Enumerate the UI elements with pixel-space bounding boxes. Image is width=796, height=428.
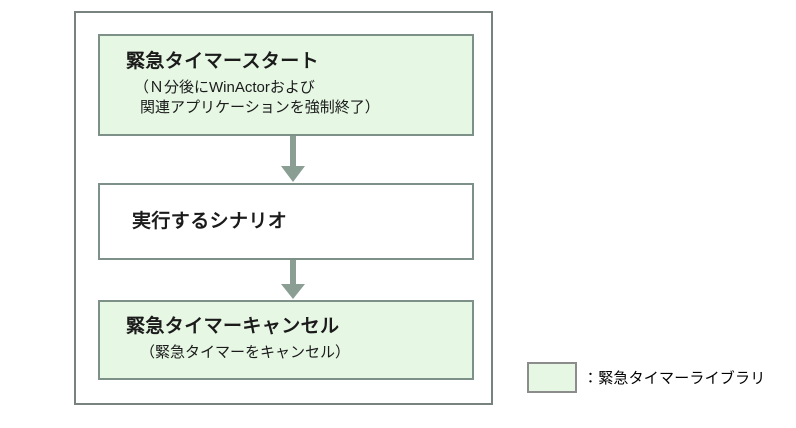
arrow-down-icon [278, 136, 308, 184]
legend: ：緊急タイマーライブラリ [527, 362, 765, 393]
legend-color-swatch [527, 362, 577, 393]
flow-node-subtitle-line1: （Ｎ分後にWinActorおよび [134, 78, 315, 96]
legend-label: ：緊急タイマーライブラリ [583, 370, 766, 387]
flow-node-subtitle-line1: （緊急タイマーをキャンセル） [140, 344, 351, 362]
flow-node-title: 実行するシナリオ [132, 210, 288, 232]
flow-node-title: 緊急タイマースタート [126, 50, 320, 72]
flow-node-emergency-timer-cancel[interactable]: 緊急タイマーキャンセル （緊急タイマーをキャンセル） [98, 300, 474, 380]
arrow-down-icon [278, 260, 308, 301]
flow-node-title: 緊急タイマーキャンセル [126, 316, 340, 338]
flow-node-execute-scenario[interactable]: 実行するシナリオ [98, 183, 474, 260]
flow-node-subtitle-line2: 関連アプリケーションを強制終了） [140, 99, 380, 117]
flow-node-emergency-timer-start[interactable]: 緊急タイマースタート （Ｎ分後にWinActorおよび 関連アプリケーションを強… [98, 34, 474, 136]
